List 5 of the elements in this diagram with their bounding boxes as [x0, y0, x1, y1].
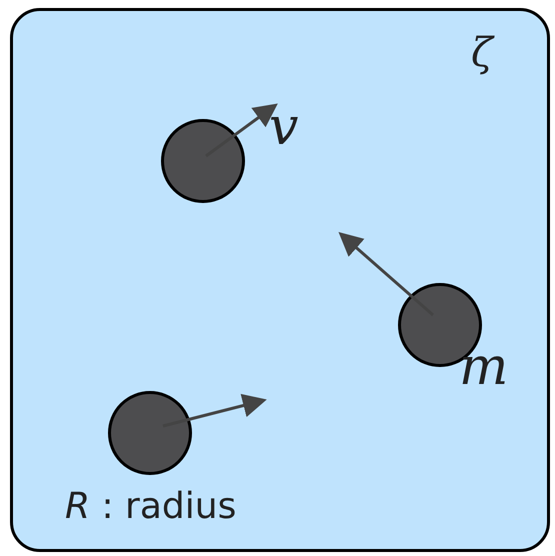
variable-label: m: [459, 341, 508, 393]
radius-note: R : radius: [65, 489, 236, 525]
container-box: [10, 8, 550, 552]
domain-symbol: ζ: [471, 33, 493, 73]
variable-label: v: [269, 101, 298, 153]
